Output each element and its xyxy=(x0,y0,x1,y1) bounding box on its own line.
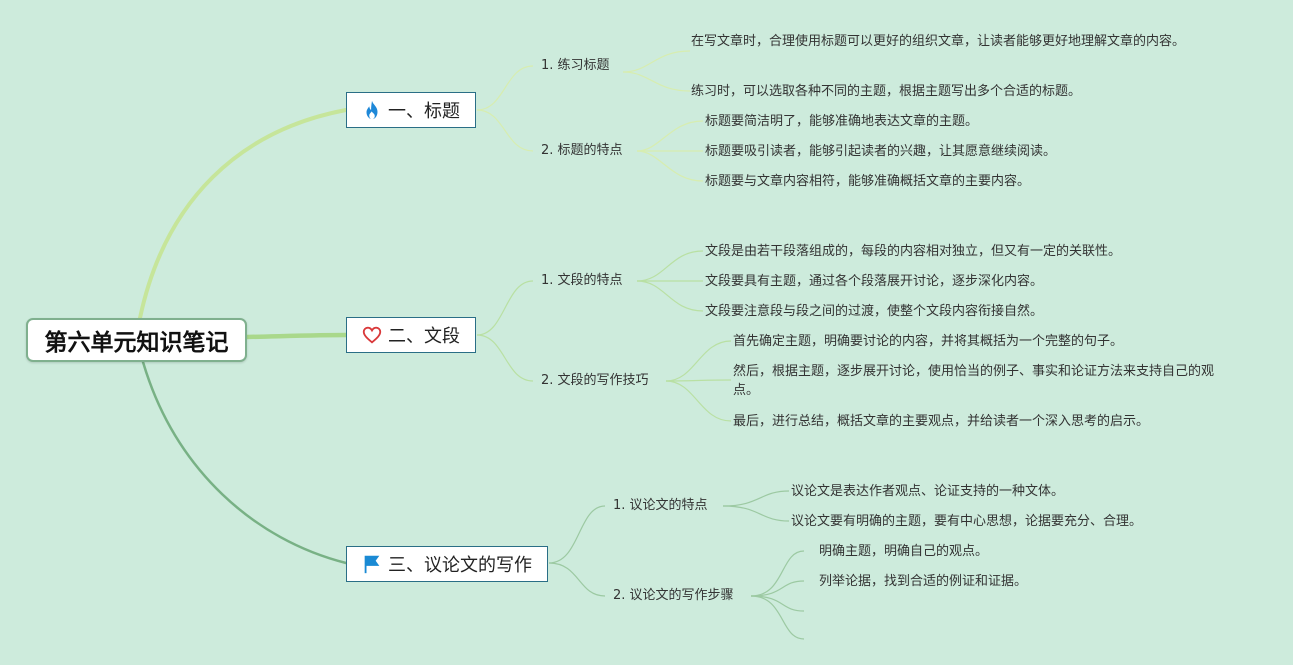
leaf-note[interactable]: 最后，进行总结，概括文章的主要观点，并给读者一个深入思考的启示。 xyxy=(733,414,1150,429)
subtopic-paragraph-skills[interactable]: 2. 文段的写作技巧 xyxy=(541,373,649,388)
flag-icon xyxy=(361,553,383,575)
links-branch1 xyxy=(476,50,704,182)
leaf-note[interactable]: 标题要简洁明了，能够准确地表达文章的主题。 xyxy=(705,114,979,129)
leaf-note[interactable]: 练习时，可以选取各种不同的主题，根据主题写出多个合适的标题。 xyxy=(691,84,1082,99)
leaf-note[interactable]: 然后，根据主题，逐步展开讨论，使用恰当的例子、事实和论证方法来支持自己的观点。 xyxy=(733,364,1215,398)
subtopic-paragraph-features[interactable]: 1. 文段的特点 xyxy=(541,273,623,288)
leaf-note[interactable]: 标题要吸引读者，能够引起读者的兴趣，让其愿意继续阅读。 xyxy=(705,144,1057,159)
subtopic-argumentative-features[interactable]: 1. 议论文的特点 xyxy=(613,498,708,513)
links-branch2 xyxy=(476,250,732,422)
leaf-note[interactable]: 标题要与文章内容相符，能够准确概括文章的主要内容。 xyxy=(705,174,1031,189)
main-topic-title[interactable]: 一、标题 xyxy=(346,92,476,128)
main-topic-argumentative[interactable]: 三、议论文的写作 xyxy=(346,546,548,582)
leaf-note[interactable]: 文段是由若干段落组成的，每段的内容相对独立，但又有一定的关联性。 xyxy=(705,244,1122,259)
subtopic-argumentative-steps[interactable]: 2. 议论文的写作步骤 xyxy=(613,588,734,603)
root-topic-label: 第六单元知识笔记 xyxy=(44,330,229,356)
leaf-note[interactable]: 在写文章时，合理使用标题可以更好的组织文章，让读者能够更好地理解文章的内容。 xyxy=(691,34,1186,49)
main-topic-argumentative-label: 三、议论文的写作 xyxy=(388,555,532,576)
leaf-note[interactable]: 首先确定主题，明确要讨论的内容，并将其概括为一个完整的句子。 xyxy=(733,334,1124,349)
link-root-branch1 xyxy=(138,108,348,320)
link-root-branch3 xyxy=(141,360,348,565)
subtopic-practice-title[interactable]: 1. 练习标题 xyxy=(541,58,610,73)
leaf-note[interactable]: 文段要注意段与段之间的过渡，使整个文段内容衔接自然。 xyxy=(705,304,1044,319)
leaf-note[interactable]: 明确主题，明确自己的观点。 xyxy=(819,544,989,559)
main-topic-title-label: 一、标题 xyxy=(388,101,460,122)
link-root-branch2 xyxy=(244,332,349,340)
links-branch3 xyxy=(548,490,805,640)
main-topic-paragraph-label: 二、文段 xyxy=(388,326,460,347)
leaf-note[interactable]: 列举论据，找到合适的例证和证据。 xyxy=(819,574,1028,589)
leaf-note[interactable]: 议论文是表达作者观点、论证支持的一种文体。 xyxy=(791,484,1065,499)
main-topic-paragraph[interactable]: 二、文段 xyxy=(346,317,476,353)
subtopic-title-features[interactable]: 2. 标题的特点 xyxy=(541,143,623,158)
root-topic[interactable]: 第六单元知识笔记 xyxy=(26,318,247,362)
leaf-note[interactable]: 议论文要有明确的主题，要有中心思想，论据要充分、合理。 xyxy=(791,514,1143,529)
leaf-note[interactable]: 文段要具有主题，通过各个段落展开讨论，逐步深化内容。 xyxy=(705,274,1044,289)
fire-icon xyxy=(361,99,383,121)
heart-icon xyxy=(361,324,383,346)
